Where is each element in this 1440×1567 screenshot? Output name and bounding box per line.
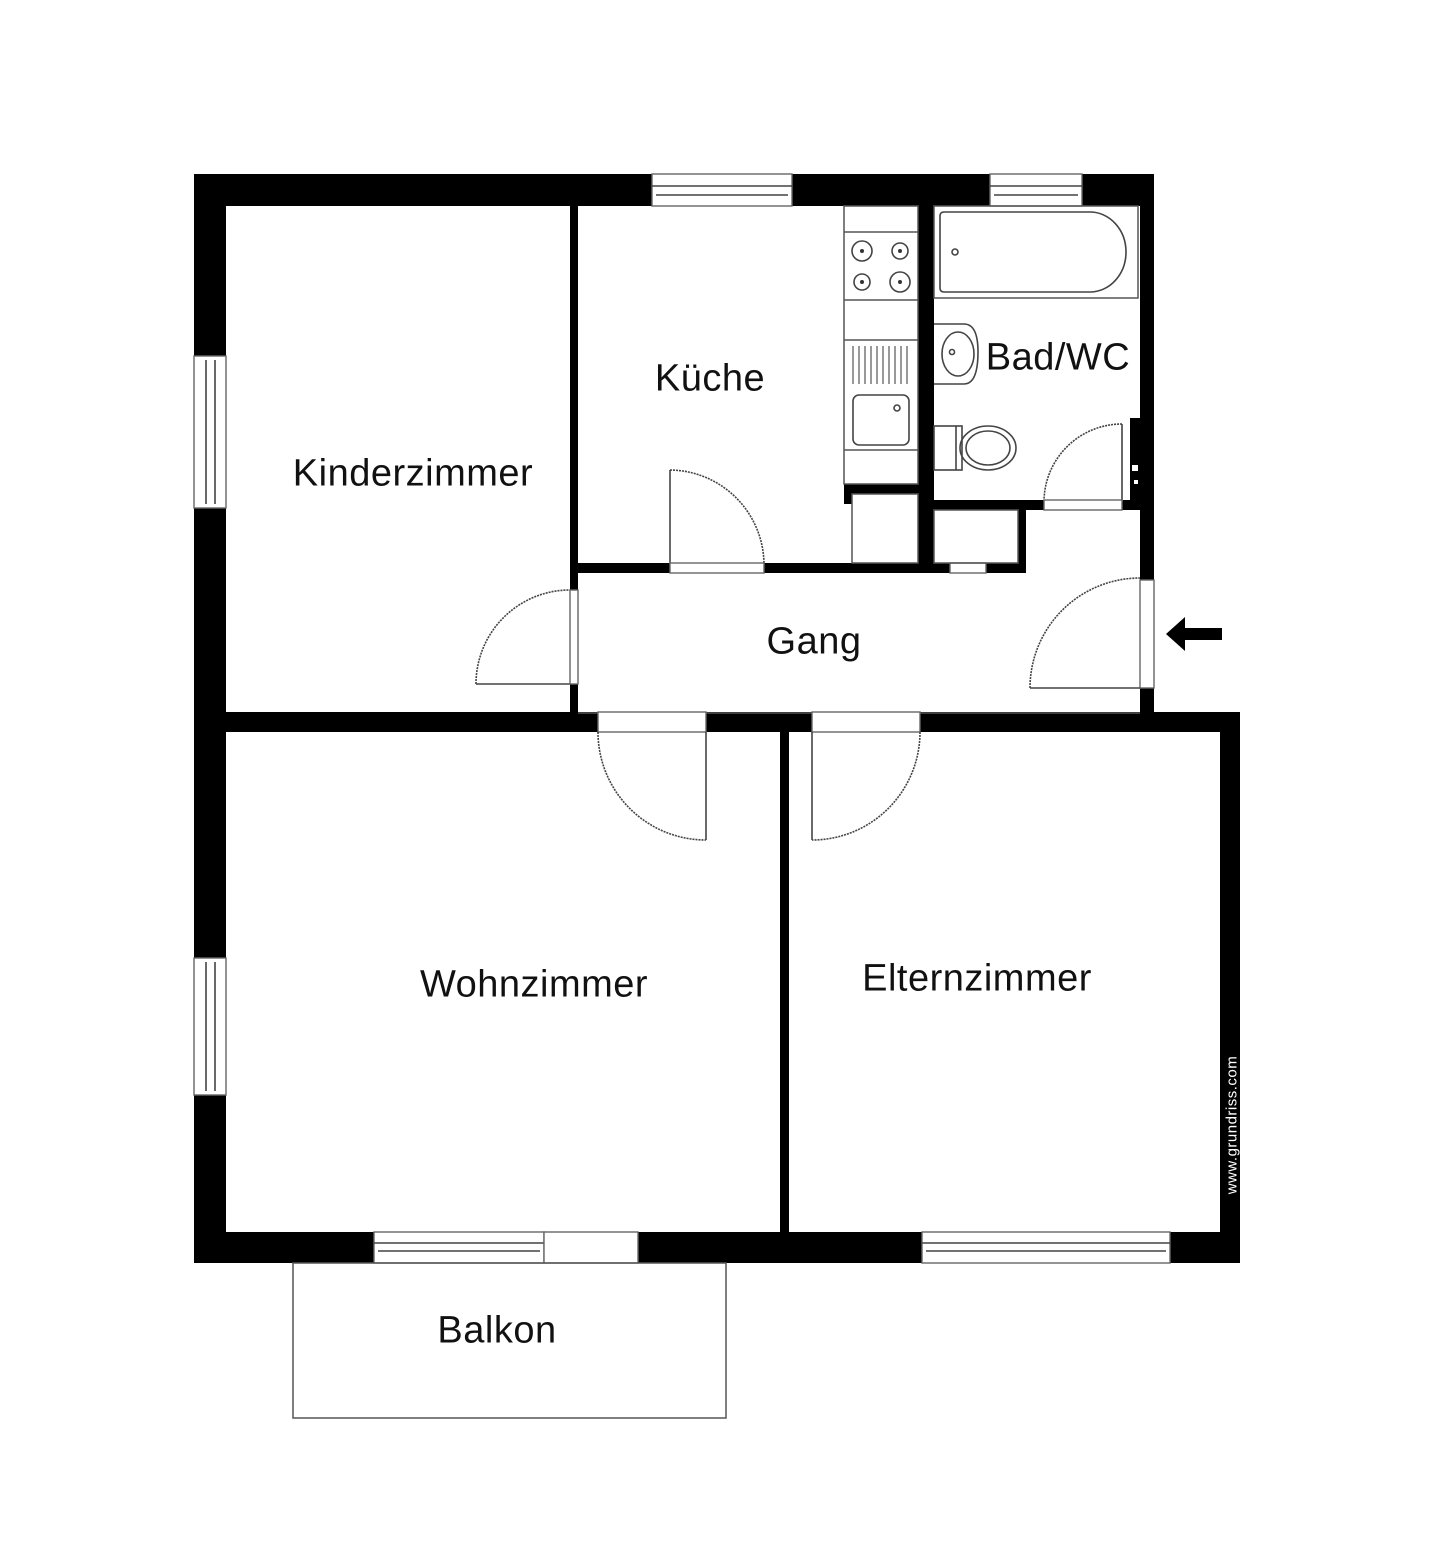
- kitchen-fixtures: [843, 205, 919, 564]
- room-label-kueche: Küche: [654, 357, 766, 400]
- room-label-bad-wc: Bad/WC: [985, 336, 1131, 379]
- room-label-kinderzimmer: Kinderzimmer: [292, 452, 534, 495]
- room-label-elternzimmer: Elternzimmer: [862, 957, 1092, 1000]
- watermark: www.grundriss.com: [1223, 1055, 1241, 1195]
- windows: [193, 173, 1171, 1264]
- room-label-gang: Gang: [766, 620, 862, 663]
- outer-walls: [194, 174, 1240, 1263]
- bathroom-fixtures: [933, 205, 1139, 564]
- inner-walls: [194, 206, 1142, 1232]
- doors: [475, 423, 1141, 841]
- entrance-arrow-icon: [1166, 617, 1222, 651]
- balcony-outline: [292, 1262, 727, 1419]
- room-label-balkon: Balkon: [437, 1309, 557, 1352]
- room-label-wohnzimmer: Wohnzimmer: [419, 963, 649, 1006]
